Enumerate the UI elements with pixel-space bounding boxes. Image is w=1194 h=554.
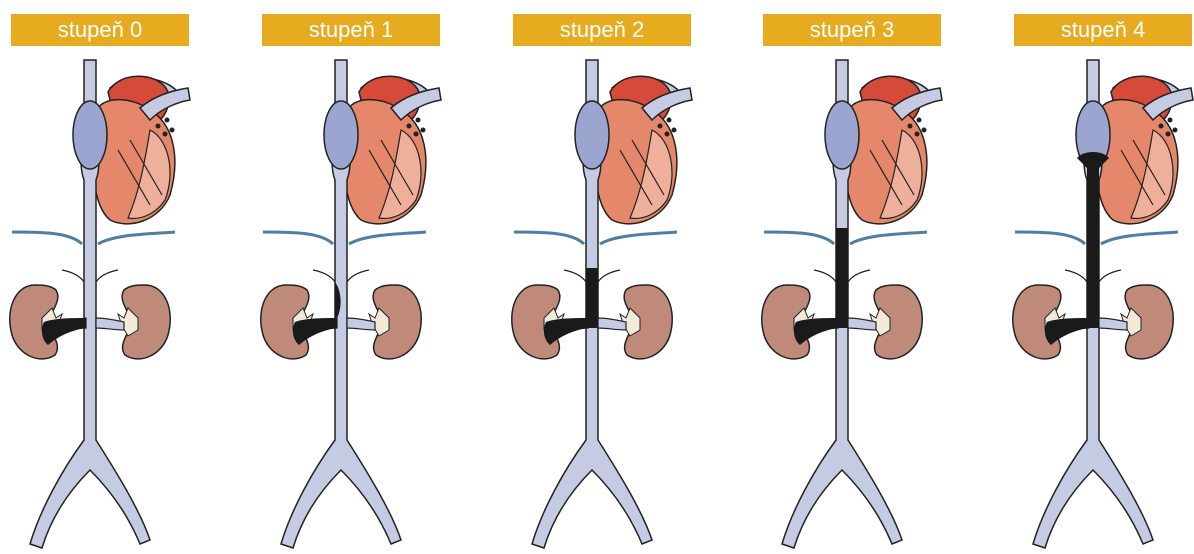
pulmonary-vein-dot [156, 124, 161, 129]
hepatic-vein-right [349, 232, 426, 244]
ivc-thrombus [1087, 160, 1099, 328]
right-atrium [324, 101, 358, 169]
heart [845, 76, 942, 224]
heart [93, 76, 190, 224]
ivc-thrombus [836, 228, 848, 328]
hepatic-vein-right [600, 232, 677, 244]
hepatic-vein-left [263, 232, 333, 244]
ivc-thrombus [586, 268, 598, 328]
pulmonary-vein-dot [658, 124, 663, 129]
renal-branch-left [814, 270, 836, 282]
renal-branch-right [96, 270, 118, 282]
pulmonary-vein-dot [1173, 128, 1178, 133]
renal-vein-thrombus [293, 318, 337, 345]
vascular-illustration [1003, 0, 1194, 554]
pulmonary-vein-dot [421, 128, 426, 133]
hepatic-vein-left [1015, 232, 1085, 244]
pulmonary-vein-dot [407, 124, 412, 129]
renal-vein-thrombus [544, 318, 588, 345]
hepatic-vein-left [514, 232, 584, 244]
pulmonary-vein-dot [1168, 118, 1173, 123]
hepatic-vein-right [1101, 232, 1178, 244]
renal-branch-left [62, 270, 84, 282]
renal-vein-thrombus [1045, 318, 1089, 345]
renal-branch-left [313, 270, 335, 282]
vascular-illustration [752, 0, 952, 554]
tumor-thrombus-stage: stupeň 0 [0, 0, 200, 554]
right-atrium [575, 101, 609, 169]
pulmonary-vein-dot [908, 124, 913, 129]
tumor-thrombus-stage: stupeň 3 [752, 0, 952, 554]
vascular-illustration [0, 0, 200, 554]
hepatic-vein-left [12, 232, 82, 244]
renal-branch-left [1065, 270, 1087, 282]
hepatic-vein-left [764, 232, 834, 244]
renal-branch-right [1099, 270, 1121, 282]
renal-branch-left [564, 270, 586, 282]
pulmonary-vein-dot [922, 128, 927, 133]
renal-branch-right [598, 270, 620, 282]
tumor-thrombus-stage: stupeň 4 [1003, 0, 1194, 554]
heart [344, 76, 441, 224]
renal-branch-right [347, 270, 369, 282]
renal-branch-right [848, 270, 870, 282]
right-atrium [825, 101, 859, 169]
heart [1096, 76, 1193, 224]
pulmonary-vein-dot [414, 132, 419, 137]
vascular-illustration [251, 0, 451, 554]
tumor-thrombus-stage: stupeň 1 [251, 0, 451, 554]
pulmonary-vein-dot [170, 128, 175, 133]
pulmonary-vein-dot [163, 132, 168, 137]
tumor-thrombus-stage: stupeň 2 [502, 0, 702, 554]
vascular-illustration [502, 0, 702, 554]
pulmonary-vein-dot [917, 118, 922, 123]
pulmonary-vein-dot [416, 118, 421, 123]
pulmonary-vein-dot [1166, 132, 1171, 137]
hepatic-vein-right [850, 232, 927, 244]
pulmonary-vein-dot [1159, 124, 1164, 129]
tumor-thrombus [42, 318, 86, 345]
heart [595, 76, 692, 224]
pulmonary-vein-dot [672, 128, 677, 133]
renal-vein-thrombus [42, 318, 86, 345]
right-atrium [73, 101, 107, 169]
pulmonary-vein-dot [665, 132, 670, 137]
pulmonary-vein-dot [915, 132, 920, 137]
pulmonary-vein-dot [165, 118, 170, 123]
hepatic-vein-right [98, 232, 175, 244]
renal-vein-thrombus [794, 318, 838, 345]
pulmonary-vein-dot [667, 118, 672, 123]
